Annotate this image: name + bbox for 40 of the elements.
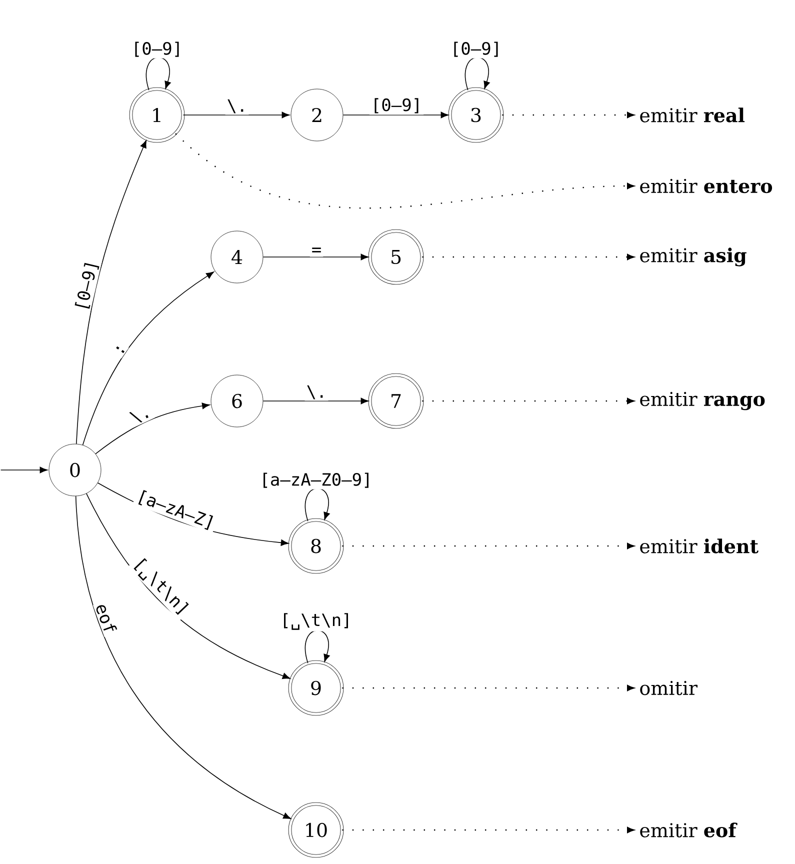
edge-label: [0–9]	[448, 40, 504, 58]
transition-arrow	[342, 112, 449, 118]
dotted-arrow	[175, 133, 634, 208]
edge-label: [a–zA–Z0–9]	[258, 471, 374, 490]
output-label: emitir ident	[640, 538, 758, 554]
transition-arrow	[82, 272, 214, 446]
transition-arrow	[182, 112, 290, 118]
edge-label: \.	[304, 384, 328, 401]
dotted-arrow	[342, 684, 634, 692]
output-label: omitir	[640, 680, 698, 696]
transition-arrow	[86, 493, 290, 680]
loop-arrow	[304, 630, 330, 664]
loop-arrow	[304, 488, 330, 522]
edge-label: =	[310, 246, 324, 257]
dotted-arrow	[422, 398, 634, 404]
start-arrow	[0, 466, 48, 474]
transition-arrow	[262, 254, 369, 260]
output-label: emitir entero	[640, 178, 772, 194]
edge-label: eof	[92, 600, 120, 637]
output-label: emitir real	[640, 108, 745, 122]
dotted-arrow	[342, 826, 634, 834]
output-label: emitir rango	[640, 392, 765, 410]
dotted-arrow	[422, 254, 634, 260]
edge-label: :	[112, 340, 129, 359]
loop-arrow	[146, 57, 171, 90]
edge-label: [␣\t\n]	[278, 612, 354, 632]
transition-arrow	[95, 402, 210, 454]
edge-label: [0–9]	[369, 96, 424, 115]
transition-arrow	[75, 496, 292, 820]
transition-arrow	[262, 398, 369, 404]
output-label: emitir asig	[640, 248, 746, 266]
edge-label: \.	[225, 98, 249, 115]
dotted-arrow	[502, 112, 634, 118]
loop-arrow	[464, 57, 490, 90]
dotted-arrow	[342, 542, 634, 550]
output-label: emitir eof	[640, 822, 738, 838]
transition-arrow	[76, 140, 147, 444]
edge-label: [0–9]	[130, 40, 184, 58]
edge-label: \.	[126, 402, 155, 428]
edge-label: [0–9]	[72, 257, 102, 314]
